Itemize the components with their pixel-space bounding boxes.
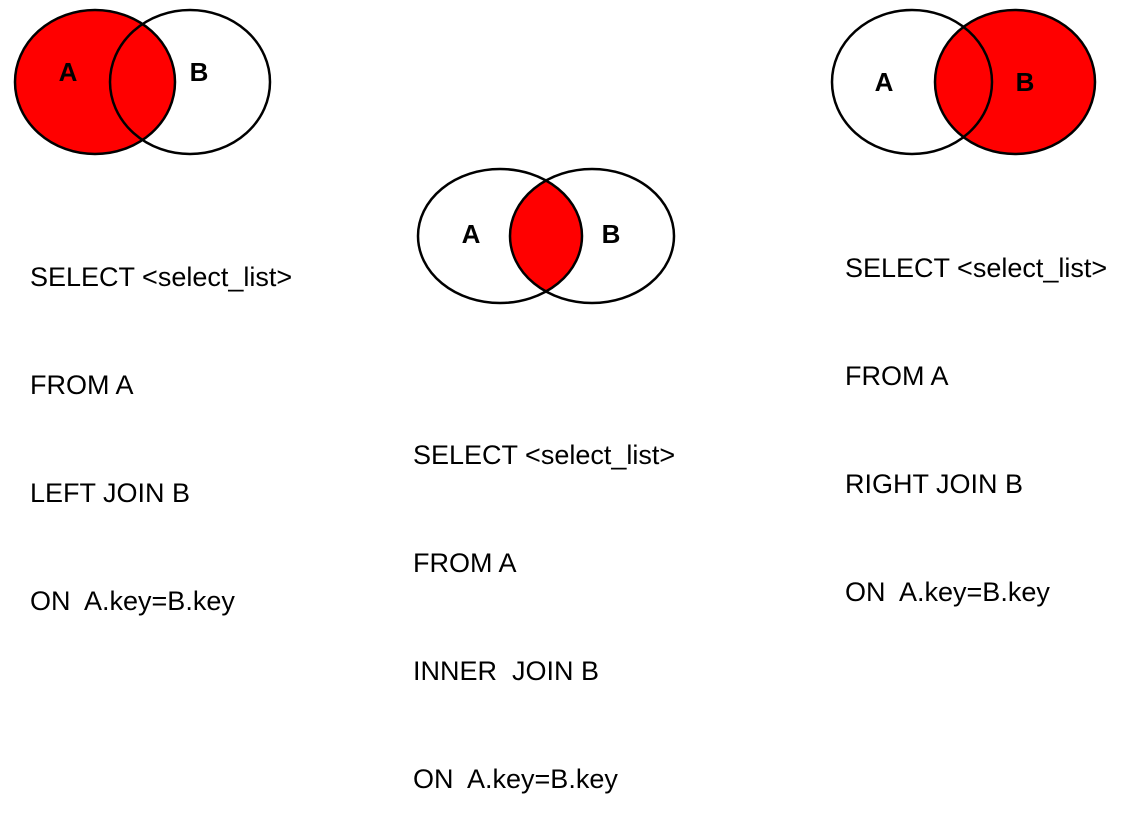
sql-line: ON A.key=B.key — [30, 586, 235, 616]
left-join-sql: SELECT <select_list> FROM A LEFT JOIN B … — [30, 187, 292, 655]
sql-line: FROM A — [413, 548, 517, 578]
right-join-sql: SELECT <select_list> FROM A RIGHT JOIN B… — [845, 178, 1107, 646]
circle-a-label: A — [462, 219, 481, 249]
circle-a-outline — [416, 167, 584, 305]
circle-a-label: A — [59, 57, 78, 87]
sql-line: SELECT <select_list> — [30, 262, 293, 292]
sql-line: FROM A — [30, 370, 134, 400]
circle-b-filled — [935, 10, 1095, 154]
left-join-venn-diagram: A B — [13, 8, 272, 156]
circle-a-filled — [15, 10, 175, 154]
sql-line: SELECT <select_list> — [845, 253, 1108, 283]
sql-line: INNER JOIN B — [413, 656, 600, 686]
sql-line: ON A.key=B.key — [413, 764, 618, 794]
circle-a-outline — [830, 8, 994, 156]
inner-join-venn-diagram: A B — [416, 167, 676, 305]
right-join-venn-diagram: A B — [830, 8, 1097, 156]
sql-line: LEFT JOIN B — [30, 478, 191, 508]
circle-b-outline — [933, 8, 1097, 156]
intersection-filled — [510, 169, 582, 303]
sql-line: SELECT <select_list> — [413, 440, 676, 470]
inner-join-sql: SELECT <select_list> FROM A INNER JOIN B… — [413, 365, 675, 833]
circle-a-outline — [13, 8, 177, 156]
circle-b-label: B — [602, 219, 621, 249]
circle-a-label: A — [875, 67, 894, 97]
sql-line: FROM A — [845, 361, 949, 391]
circle-b-outline — [508, 167, 676, 305]
circle-b-label: B — [190, 57, 209, 87]
circle-b-label: B — [1016, 67, 1035, 97]
circle-b-outline — [108, 8, 272, 156]
sql-line: RIGHT JOIN B — [845, 469, 1024, 499]
sql-line: ON A.key=B.key — [845, 577, 1050, 607]
